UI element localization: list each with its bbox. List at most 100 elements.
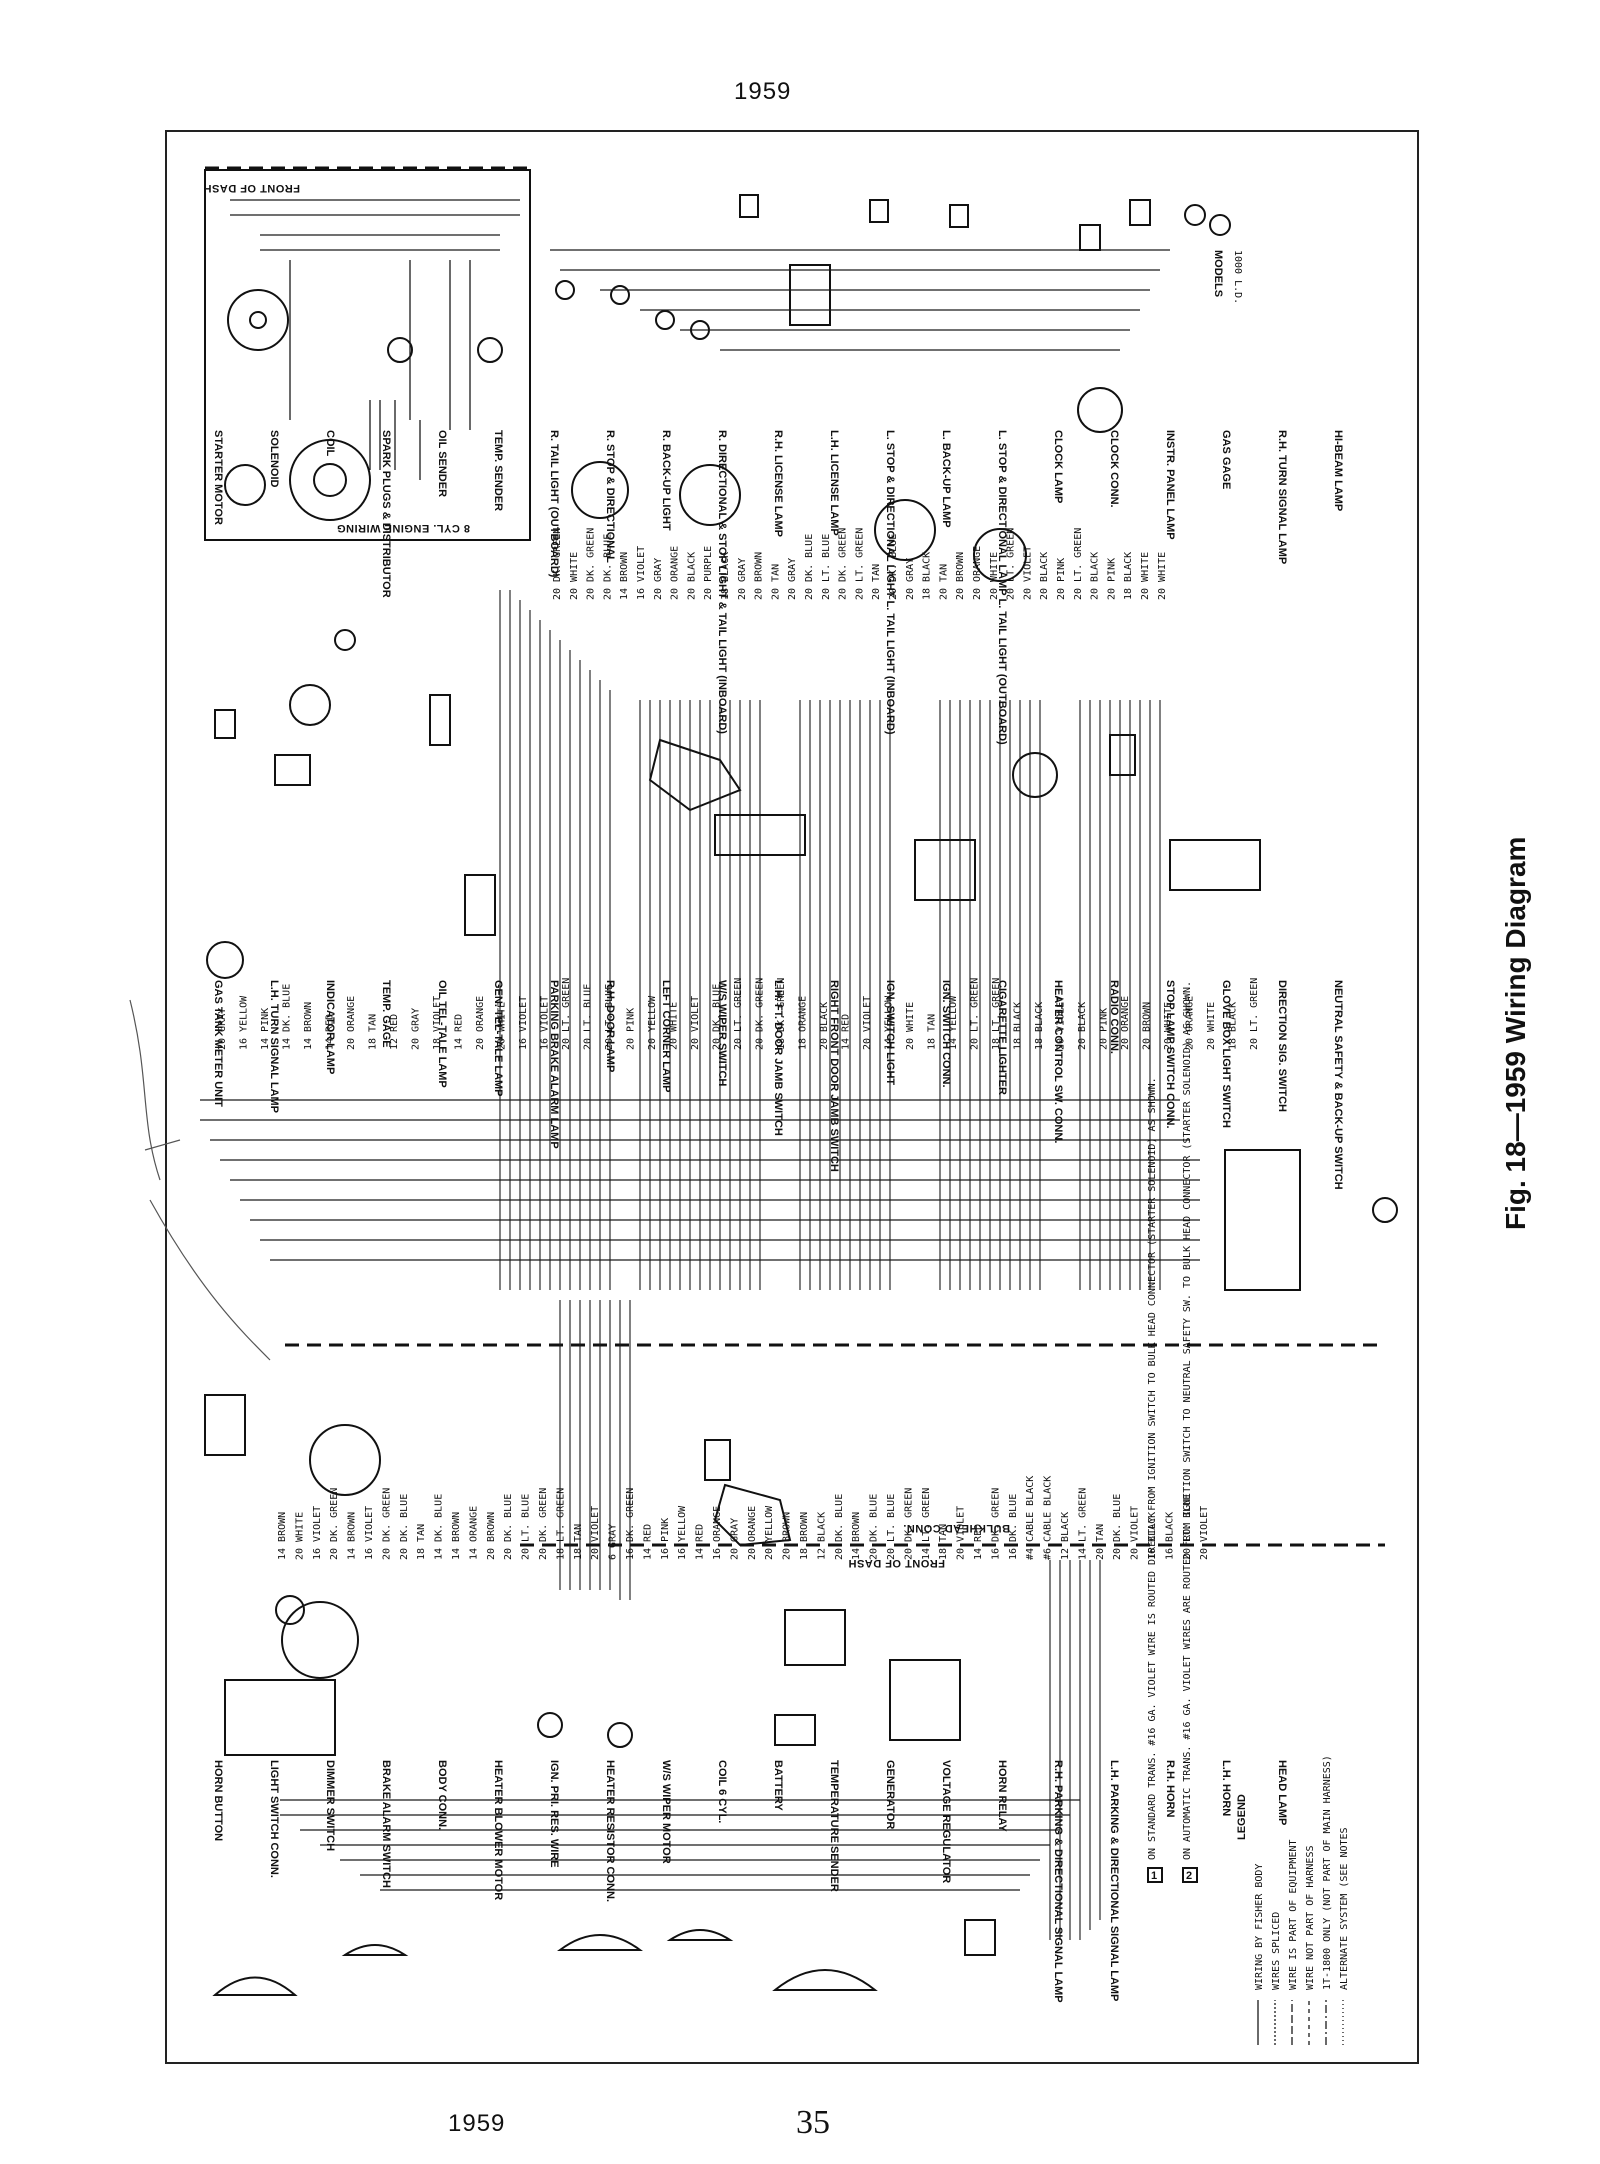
component-label: OIL TEL-TALE LAMP — [436, 980, 448, 1088]
wire-label: 20 GRAY — [729, 1518, 740, 1560]
legend-item: WIRES SPLICED — [1271, 1912, 1282, 1990]
component-label: DIMMER SWITCH — [324, 1760, 336, 1851]
wire-label: 16 VIOLET — [312, 1506, 323, 1560]
stop-lamp-switch-symbol — [464, 874, 496, 936]
wire-label: 18 ORANGE — [798, 996, 809, 1050]
component-label: HEATER CONTROL SW. CONN. — [1052, 980, 1064, 1143]
component-label: LEFT CORNER LAMP — [660, 980, 672, 1092]
legend-item: WIRING BY FISHER BODY — [1254, 1864, 1265, 1990]
wire-label: 14 BROWN — [851, 1512, 862, 1560]
wire-label: 20 LT. GREEN — [733, 978, 744, 1050]
wire-label: 18 BLACK — [1013, 1002, 1024, 1050]
head-lamp-left-symbol — [772, 1969, 878, 1991]
component-label: DIRECTION SIG. SWITCH — [1276, 980, 1288, 1112]
battery-symbol — [224, 1679, 336, 1756]
wire-label: 20 PURPLE — [703, 546, 714, 600]
wire-label: 20 ORANGE — [1120, 996, 1131, 1050]
wire-label: 14 BROWN — [451, 1512, 462, 1560]
component-label: RIGHT FRONT DOOR JAMB SWITCH — [828, 980, 840, 1172]
wire-label: 14 BROWN — [303, 1002, 314, 1050]
wire-label: 20 WHITE — [1163, 1002, 1174, 1050]
wire-label: 20 PINK — [626, 1008, 637, 1050]
lh-horn-symbol — [556, 1934, 644, 1951]
wire-label: 14 RED — [973, 1524, 984, 1560]
wire-label: 16 VIOLET — [540, 996, 551, 1050]
note-1-text: ON STANDARD TRANS. #16 GA. VIOLET WIRE I… — [1147, 1077, 1158, 1860]
component-label: HEATER BLOWER MOTOR — [492, 1760, 504, 1900]
component-label: R.H. HORN — [1164, 1760, 1176, 1818]
wire-label: 16 ORANGE — [712, 1506, 723, 1560]
component-label: GAS TANK METER UNIT — [212, 980, 224, 1107]
wire-label: 20 WHITE — [1206, 1002, 1217, 1050]
wire-label: 20 VIOLET — [956, 1506, 967, 1560]
light-switch-conn-symbol — [914, 839, 976, 901]
component-label: INSTR. PANEL LAMP — [1164, 430, 1176, 540]
wire-label: 20 PINK — [1056, 558, 1067, 600]
temp-sender-symbol — [477, 337, 503, 363]
component-label: TEMPERATURE SENDER — [828, 1760, 840, 1892]
wire-label: 16 VIOLET — [636, 546, 647, 600]
wire-label: 20 VIOLET — [590, 1506, 601, 1560]
wire-label: 14 RED — [325, 1014, 336, 1050]
wire-label: 20 BLACK — [1077, 1002, 1088, 1050]
switch-section — [206, 629, 1398, 1291]
wire-label: 14 PINK — [260, 1008, 271, 1050]
wire-label: 20 LT. BLUE — [821, 534, 832, 600]
wire-label: 20 WHITE — [294, 1512, 305, 1560]
note-1-box — [1147, 1867, 1163, 1883]
wire-label: 18 LT. GREEN — [555, 1488, 566, 1560]
component-label: CLOCK CONN. — [1108, 430, 1120, 508]
wire-label: 18 TAN — [938, 1524, 949, 1560]
wire-label: 20 TAN — [770, 564, 781, 600]
pencil-annotation — [129, 999, 271, 1361]
wire-label: 18 VIOLET — [432, 996, 443, 1050]
starter-motor-bottom-symbol — [309, 1424, 381, 1496]
component-label: VOLTAGE REGULATOR — [940, 1760, 952, 1883]
component-label: R.H. LICENSE LAMP — [772, 430, 784, 537]
page-year-top: 1959 — [734, 78, 792, 105]
wire-label: 20 BLACK — [686, 552, 697, 600]
wire-label: 20 GRAY — [217, 1008, 228, 1050]
wire-label: 20 DK. GREEN — [903, 1488, 914, 1560]
wire-label: 20 ORANGE — [1185, 996, 1196, 1050]
component-label: HORN BUTTON — [212, 1760, 224, 1841]
wire-label: 16 BLACK — [1164, 1512, 1175, 1560]
wire-label: 20 BLACK — [1039, 552, 1050, 600]
wire-label: 18 BLACK — [922, 552, 933, 600]
wire-label: 12 BLACK — [1060, 1512, 1071, 1560]
page-year-bottom: 1959 — [448, 2110, 506, 2137]
component-label: L. STOP & DIRECTIONAL LIGHT L. TAIL LIGH… — [884, 430, 896, 735]
wire-label: 20 VIOLET — [862, 996, 873, 1050]
wire-label: 18 BLACK — [1034, 1002, 1045, 1050]
component-label: L.H. PARKING & DIRECTIONAL SIGNAL LAMP — [1108, 1760, 1120, 2001]
wire-label: 6 GRAY — [608, 1524, 619, 1560]
wire-label: 20 DK. BLUE — [503, 1494, 514, 1560]
wire-label: 20 ORANGE — [475, 996, 486, 1050]
cigarette-lighter-symbol — [429, 694, 451, 746]
wire-label: 20 DK. GREEN — [381, 1488, 392, 1560]
component-label: GAS GAGE — [1220, 430, 1232, 489]
radio-conn-symbol — [274, 754, 311, 786]
wire-label: 20 ORANGE — [747, 1506, 758, 1560]
wire-label: 20 DK. GREEN — [552, 528, 563, 600]
engine-wiring-box: FRONT OF DASH 8 CYL. ENGINE WIRING — [203, 166, 531, 541]
component-label: TEMP. GAGE — [380, 980, 392, 1048]
neutral-safety-switch-symbol — [648, 738, 742, 812]
component-label: W/S WIPER SWITCH — [716, 980, 728, 1086]
front-of-dash-bottom-label: FRONT OF DASH — [848, 1557, 945, 1569]
legend-item: WIRE IS PART OF EQUIPMENT — [1288, 1839, 1299, 1990]
wire-label: 16 DK. GREEN — [990, 1488, 1001, 1560]
wiper-motor-symbol — [713, 1483, 792, 1547]
component-label: R. BACK-UP LIGHT — [660, 430, 672, 531]
notes-legend-block: 1 2 ON STANDARD TRANS. #16 GA. VIOLET WI… — [1147, 981, 1350, 2045]
bulkhead-conn-label: BULKHEAD CONN. — [903, 1522, 1010, 1534]
component-label: IGN. SWITCH LIGHT — [884, 980, 896, 1085]
wire-label: 14 YELLOW — [884, 995, 895, 1050]
wire-label: 20 TAN — [1095, 1524, 1106, 1560]
rh-horn-symbol — [341, 1944, 409, 1956]
wire-label: 20 BLACK — [1090, 552, 1101, 600]
wire-label: 16 PINK — [660, 1518, 671, 1560]
legend-item: ALTERNATE SYSTEM (SEE NOTES — [1339, 1827, 1350, 1990]
brake-alarm-switch-symbol — [1109, 734, 1136, 776]
wire-label: 14 RED — [454, 1014, 465, 1050]
